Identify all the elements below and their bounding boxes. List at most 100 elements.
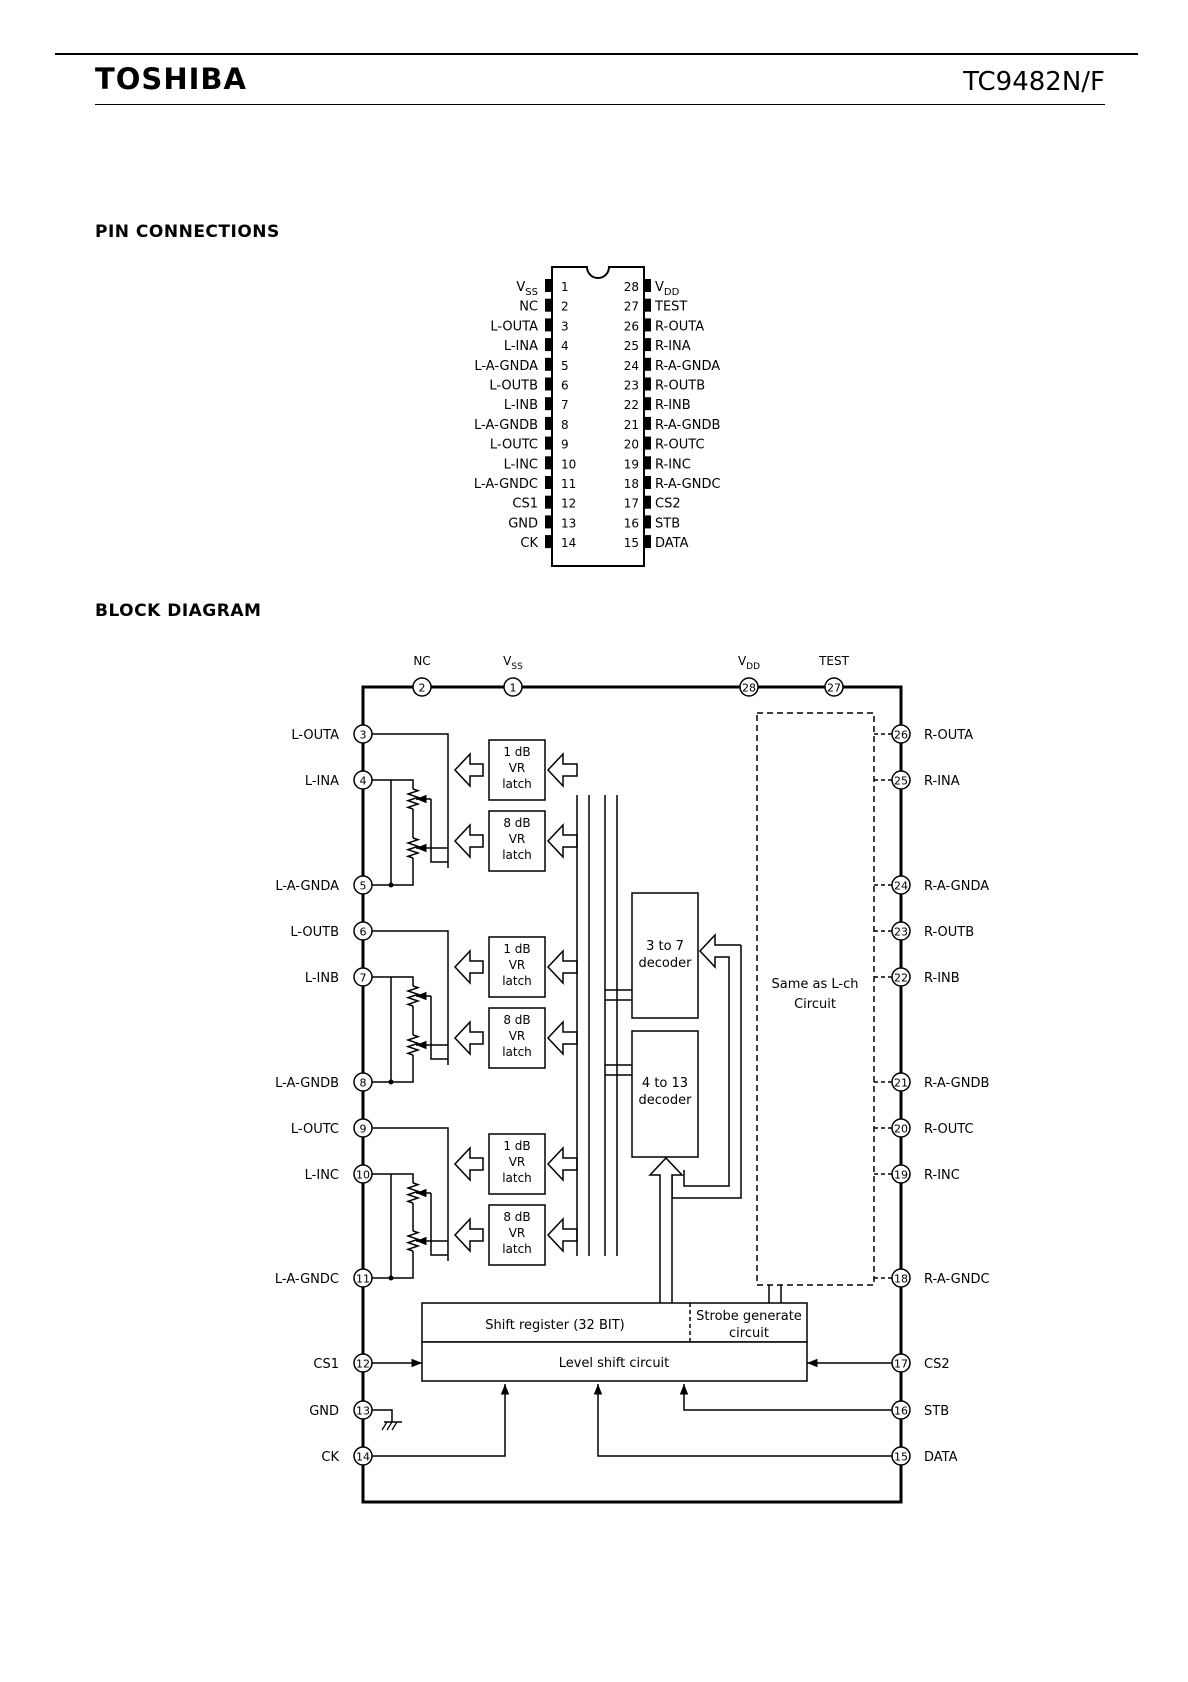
latch-output-arrow bbox=[453, 1020, 484, 1056]
left-pin-name-7: L-INB bbox=[305, 971, 339, 986]
level-shift-box bbox=[421, 1341, 808, 1382]
pin-circle-number-20: 20 bbox=[894, 1123, 908, 1136]
pin-circle-number-2: 2 bbox=[419, 682, 426, 695]
gnd-wire bbox=[372, 1055, 414, 1083]
pin-circle-number-27: 27 bbox=[827, 682, 841, 695]
same-as-lch-label: Circuit bbox=[794, 997, 836, 1012]
left-pin-name-13: GND bbox=[309, 1404, 339, 1419]
pin-lead-26 bbox=[644, 318, 651, 332]
latch-input-arrow bbox=[546, 752, 578, 788]
latch-1db-box bbox=[488, 1133, 546, 1195]
pin-number-1: 1 bbox=[561, 280, 569, 294]
latch-8db-box bbox=[488, 1007, 546, 1069]
latch-1db-label: latch bbox=[502, 777, 532, 791]
pin-number-4: 4 bbox=[561, 339, 569, 353]
pin-name-16: STB bbox=[655, 516, 680, 531]
pin-name-8: L-A-GNDB bbox=[474, 418, 538, 433]
decoder-4to13-label: 4 to 13 bbox=[642, 1076, 688, 1091]
pin-circle-number-6: 6 bbox=[360, 926, 367, 939]
pin-number-2: 2 bbox=[561, 300, 569, 314]
pin-lead-12 bbox=[545, 495, 552, 509]
latch-8db-label: VR bbox=[509, 832, 526, 846]
pin-name-22: R-INB bbox=[655, 398, 691, 413]
pin-lead-14 bbox=[545, 535, 552, 549]
pin-lead-16 bbox=[644, 515, 651, 529]
pin-number-19: 19 bbox=[624, 457, 639, 471]
input-wire bbox=[372, 779, 414, 789]
pin-number-22: 22 bbox=[624, 398, 639, 412]
latch-input-arrow bbox=[546, 1217, 578, 1253]
decoder-3to7-box bbox=[631, 892, 699, 1019]
pin-circle-number-17: 17 bbox=[894, 1358, 908, 1371]
section-title-pin-connections: PIN CONNECTIONS bbox=[95, 222, 280, 242]
pin-number-3: 3 bbox=[561, 319, 569, 333]
pin-lead-8 bbox=[545, 416, 552, 430]
shift-register-row bbox=[421, 1302, 808, 1343]
pin-circle-28 bbox=[739, 677, 759, 697]
latch-output-arrow bbox=[453, 823, 484, 859]
resistor-8db bbox=[405, 1230, 421, 1252]
decoder-3to7-label: 3 to 7 bbox=[646, 939, 684, 954]
pin-number-25: 25 bbox=[624, 339, 639, 353]
data-wire bbox=[593, 1384, 892, 1457]
pin-number-21: 21 bbox=[624, 418, 639, 432]
left-pin-name-5: L-A-GNDA bbox=[275, 879, 339, 894]
pin-name-28: VDD bbox=[655, 280, 680, 298]
pin-lead-6 bbox=[545, 377, 552, 391]
pin-name-5: L-A-GNDA bbox=[474, 359, 538, 374]
pin-circle-number-13: 13 bbox=[356, 1405, 370, 1418]
pin-number-20: 20 bbox=[624, 438, 639, 452]
gnd-wire bbox=[372, 1251, 414, 1279]
stb-wire bbox=[679, 1384, 892, 1411]
pin-circle-number-3: 3 bbox=[360, 729, 367, 742]
pin-number-24: 24 bbox=[624, 359, 639, 373]
pin-name-7: L-INB bbox=[504, 398, 538, 413]
latch-1db-label: latch bbox=[502, 974, 532, 988]
right-pin-name-25: R-INA bbox=[924, 774, 960, 789]
latch-input-arrow bbox=[546, 1020, 578, 1056]
latch-input-arrow bbox=[546, 823, 578, 859]
pin-name-11: L-A-GNDC bbox=[474, 477, 538, 492]
latch-8db-label: VR bbox=[509, 1029, 526, 1043]
pin-circle-number-23: 23 bbox=[894, 926, 908, 939]
wiper-link bbox=[430, 996, 448, 1060]
resistor-1db bbox=[405, 788, 421, 810]
pin-lead-3 bbox=[545, 318, 552, 332]
top-pin-name-2: NC bbox=[413, 654, 430, 668]
pin-connection-diagram: 1VSS2NC3L-OUTA4L-INA5L-A-GNDA6L-OUTB7L-I… bbox=[474, 266, 721, 567]
latch-1db-box bbox=[488, 936, 546, 998]
pin-lead-7 bbox=[545, 397, 552, 411]
pin-circle-number-5: 5 bbox=[360, 880, 367, 893]
right-pin-name-21: R-A-GNDB bbox=[924, 1076, 989, 1091]
pin-number-9: 9 bbox=[561, 438, 569, 452]
gnd-wire bbox=[372, 1409, 393, 1422]
part-number: TC9482N/F bbox=[963, 67, 1105, 97]
pin-lead-5 bbox=[545, 357, 552, 371]
pin-number-15: 15 bbox=[624, 536, 639, 550]
decoder-4to13-box bbox=[631, 1030, 699, 1158]
pin-number-6: 6 bbox=[561, 379, 569, 393]
latch-8db-label: latch bbox=[502, 1045, 532, 1059]
header-rule-bottom bbox=[95, 104, 1105, 105]
brand-logo: TOSHIBA bbox=[95, 62, 247, 96]
latch-1db-label: 1 dB bbox=[503, 942, 530, 956]
resistor-8db bbox=[405, 837, 421, 859]
latch-output-arrow bbox=[453, 1146, 484, 1182]
pin-lead-15 bbox=[644, 535, 651, 549]
pin-number-28: 28 bbox=[624, 280, 639, 294]
decoder-4to13-label: decoder bbox=[639, 1093, 693, 1108]
latch-8db-label: 8 dB bbox=[503, 1210, 530, 1224]
right-pin-name-18: R-A-GNDC bbox=[924, 1272, 990, 1287]
left-pin-name-4: L-INA bbox=[305, 774, 339, 789]
level-shift-label: Level shift circuit bbox=[559, 1356, 670, 1371]
pin-number-7: 7 bbox=[561, 398, 569, 412]
output-wire bbox=[372, 1127, 449, 1261]
pin-lead-25 bbox=[644, 338, 651, 352]
pin-number-13: 13 bbox=[561, 516, 576, 530]
pin-circle-1 bbox=[503, 677, 523, 697]
pin-name-20: R-OUTC bbox=[655, 438, 705, 453]
pin-circle-number-26: 26 bbox=[894, 729, 908, 742]
latch-input-arrow bbox=[546, 949, 578, 985]
strobe-label: Strobe generate bbox=[696, 1309, 802, 1324]
latch-1db-label: VR bbox=[509, 1155, 526, 1169]
